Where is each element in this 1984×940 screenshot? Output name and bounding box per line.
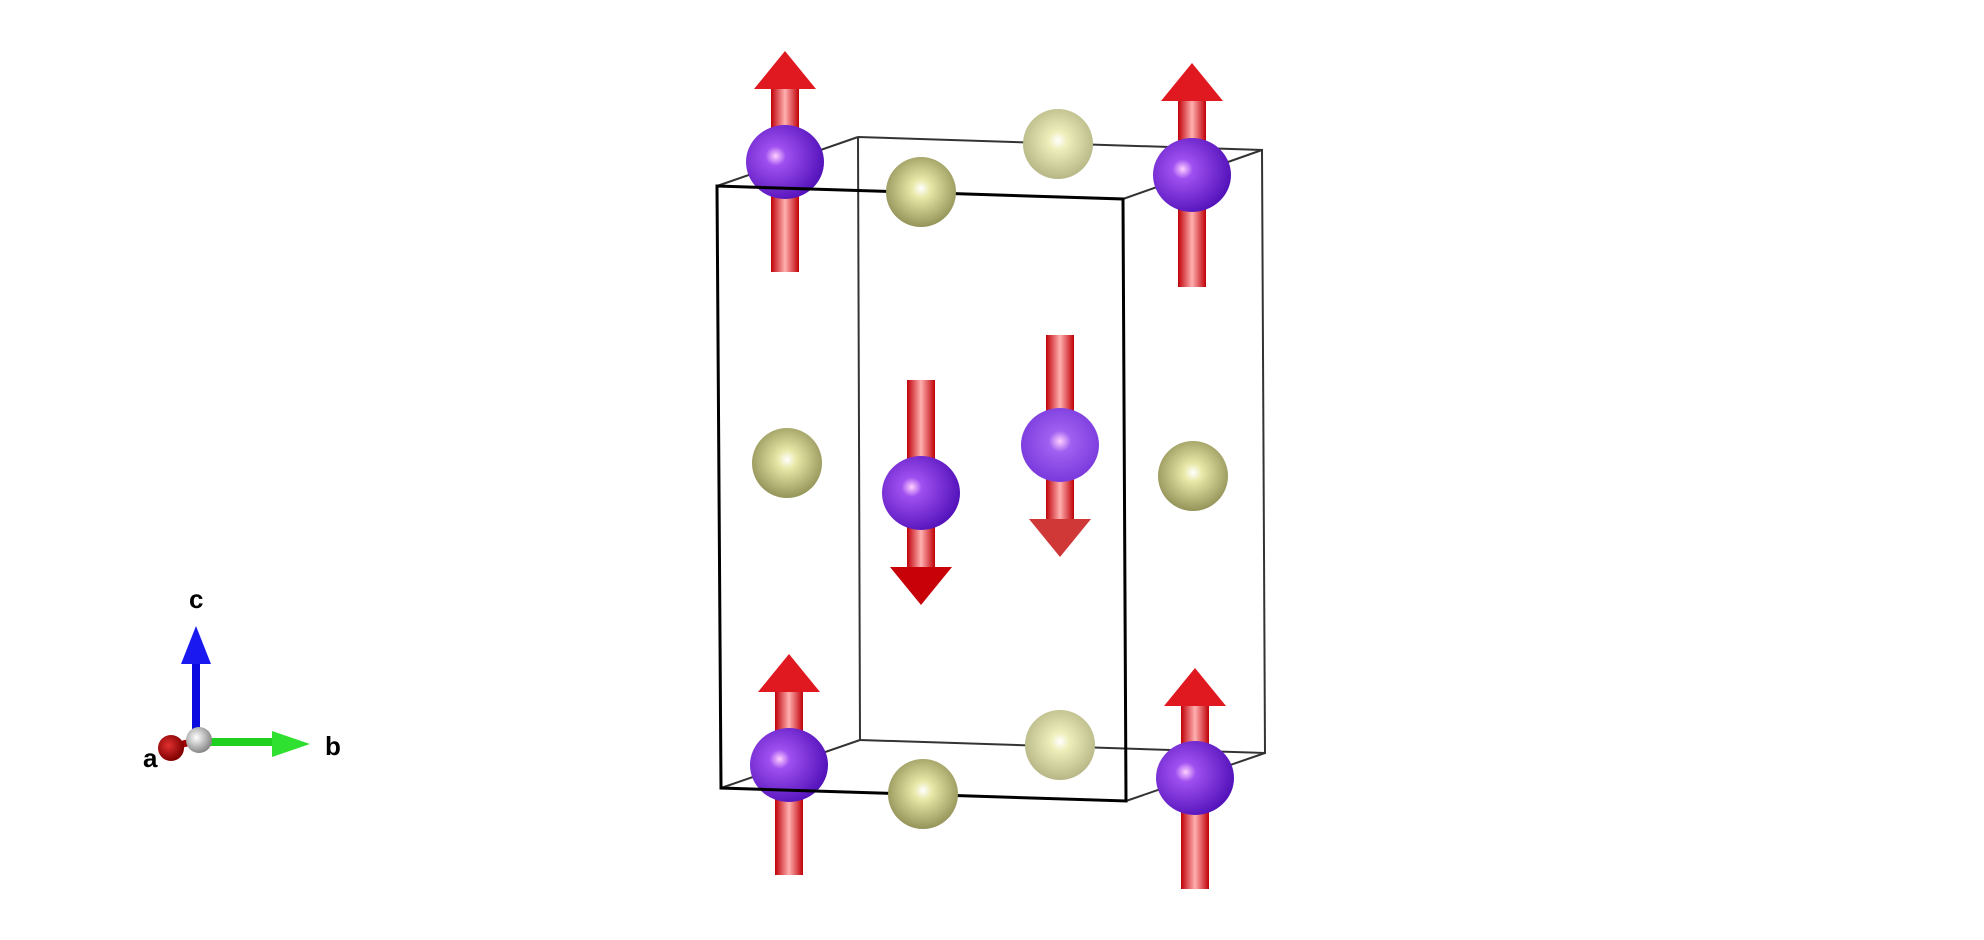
magnetic-atom[interactable] <box>1153 138 1231 212</box>
c-axis-arrowhead <box>181 626 211 664</box>
c-axis-label: c <box>189 584 203 614</box>
magnetic-atom[interactable] <box>750 728 828 802</box>
spin-up-arrowhead-icon <box>1161 63 1223 101</box>
b-axis-label: b <box>325 731 341 761</box>
axes-indicator: c b a <box>143 584 341 773</box>
magnetic-site[interactable] <box>1156 668 1234 889</box>
nonmagnetic-atom[interactable] <box>886 157 956 227</box>
magnetic-atom[interactable] <box>1021 408 1099 482</box>
spin-down-arrowhead-icon <box>890 567 952 605</box>
magnetic-site[interactable] <box>1021 335 1099 557</box>
nonmagnetic-atom[interactable] <box>1025 710 1095 780</box>
magnetic-site[interactable] <box>746 51 824 272</box>
b-axis-shaft <box>200 738 280 746</box>
spin-up-arrowhead-icon <box>1164 668 1226 706</box>
unit-cell-front <box>715 184 1128 803</box>
a-axis-arrowhead <box>158 735 184 761</box>
spin-up-arrowhead-icon <box>758 654 820 692</box>
nonmagnetic-atom[interactable] <box>1023 109 1093 179</box>
spin-up-arrowhead-icon <box>754 51 816 89</box>
magnetic-atom[interactable] <box>746 125 824 199</box>
magnetic-site[interactable] <box>1153 63 1231 287</box>
magnetic-atom[interactable] <box>1156 741 1234 815</box>
nonmagnetic-atom[interactable] <box>1158 441 1228 511</box>
b-axis-arrowhead <box>272 731 310 757</box>
magnetic-site[interactable] <box>750 654 828 875</box>
spin-down-arrowhead-icon <box>1029 519 1091 557</box>
nonmagnetic-atom[interactable] <box>888 759 958 829</box>
nonmagnetic-atom[interactable] <box>752 428 822 498</box>
a-axis-label: a <box>143 743 158 773</box>
magnetic-site[interactable] <box>882 380 960 605</box>
magnetic-atom[interactable] <box>882 456 960 530</box>
origin-sphere <box>186 727 212 753</box>
c-axis-shaft <box>192 656 200 740</box>
